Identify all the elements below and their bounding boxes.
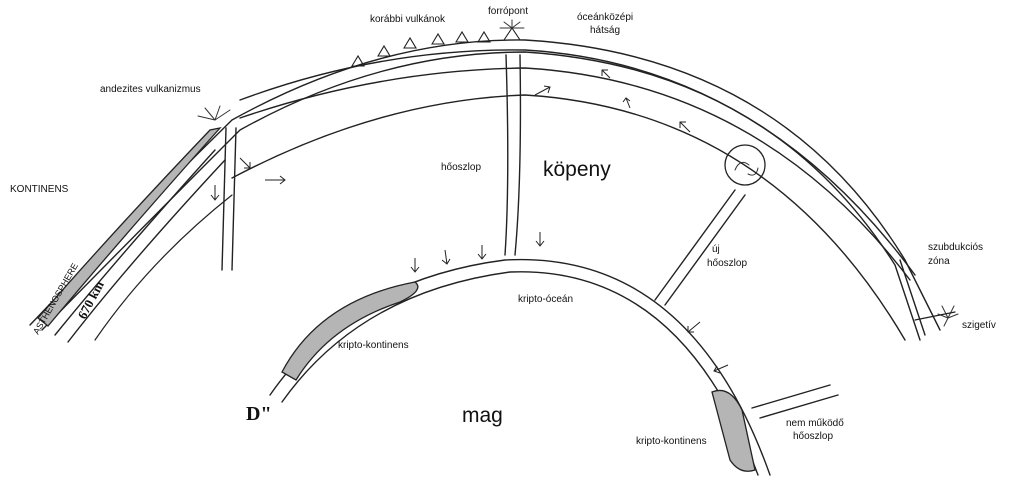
hotspot-plume-right-wall xyxy=(515,55,520,255)
continent-plate xyxy=(38,128,220,326)
arrow-icon xyxy=(688,322,700,332)
label-kopeny: köpeny xyxy=(543,158,611,181)
inactive-plume-right-wall xyxy=(760,395,838,418)
kripto-continent-right-blob xyxy=(712,390,755,471)
label-korabbi-vulkanok: korábbi vulkánok xyxy=(370,14,446,25)
label-nem-mukodo-line2: hőoszlop xyxy=(793,431,833,442)
diagram-labels: korábbi vulkánok forrópont óceánközépi h… xyxy=(10,6,996,447)
label-oceankozepi-line1: óceánközépi xyxy=(577,12,633,23)
label-szubdukcios-line1: szubdukciós xyxy=(928,242,983,253)
mantle-plumes xyxy=(222,55,955,418)
left-subducting-slab xyxy=(222,128,226,270)
label-kontinens: KONTINENS xyxy=(10,184,69,195)
label-uj-line2: hőoszlop xyxy=(707,258,747,269)
arrow-icon xyxy=(240,158,250,168)
arrow-icon xyxy=(211,185,219,200)
flow-arrows xyxy=(211,70,728,373)
andesitic-burst-icon xyxy=(198,106,230,120)
label-szubdukcios-line2: zóna xyxy=(928,256,950,267)
label-andezites: andezites vulkanizmus xyxy=(100,84,201,95)
label-kripto-kontinens-left: kripto-kontinens xyxy=(338,340,409,351)
label-kripto-kontinens-right: kripto-kontinens xyxy=(636,436,707,447)
inactive-plume-left-wall xyxy=(752,385,830,408)
new-plume-left-wall xyxy=(655,190,735,300)
label-hooszlop: hőoszlop xyxy=(441,162,481,173)
new-plume-right-wall xyxy=(665,195,745,305)
label-oceankozepi-line2: hátság xyxy=(590,25,620,36)
arrow-icon xyxy=(442,250,450,264)
arrow-icon xyxy=(411,258,419,272)
arrow-icon xyxy=(536,232,544,246)
volcano-icon xyxy=(432,34,444,44)
plume-head-swirl xyxy=(735,162,758,175)
label-d-double-prime: D" xyxy=(246,403,272,425)
hotspot-burst-icon xyxy=(500,20,524,28)
label-mag: mag xyxy=(462,404,503,427)
volcano-icon xyxy=(404,38,416,48)
island-arc-burst-icon xyxy=(938,306,958,326)
670km-boundary-line xyxy=(95,195,232,340)
arrow-icon xyxy=(478,245,486,259)
left-subducting-slab-edge xyxy=(232,128,236,270)
label-uj-line1: új xyxy=(712,244,720,255)
arrow-icon xyxy=(265,176,285,184)
arrow-icon xyxy=(623,98,630,108)
volcano-icon xyxy=(456,32,468,42)
hotspot-plume-left-wall xyxy=(505,55,508,255)
hotspot-volcano-icon xyxy=(504,28,520,40)
asthenosphere-band-inner xyxy=(68,160,225,342)
volcano-icon xyxy=(378,46,390,56)
label-szigetiv: szigetív xyxy=(962,320,996,331)
arrow-icon xyxy=(535,86,550,95)
label-forropont: forrópont xyxy=(488,6,528,17)
label-kripto-ocean: kripto-óceán xyxy=(518,294,573,305)
arrow-icon xyxy=(602,70,610,78)
kripto-continent-left-blob xyxy=(282,282,418,380)
label-nem-mukodo-line1: nem működő xyxy=(786,418,844,429)
